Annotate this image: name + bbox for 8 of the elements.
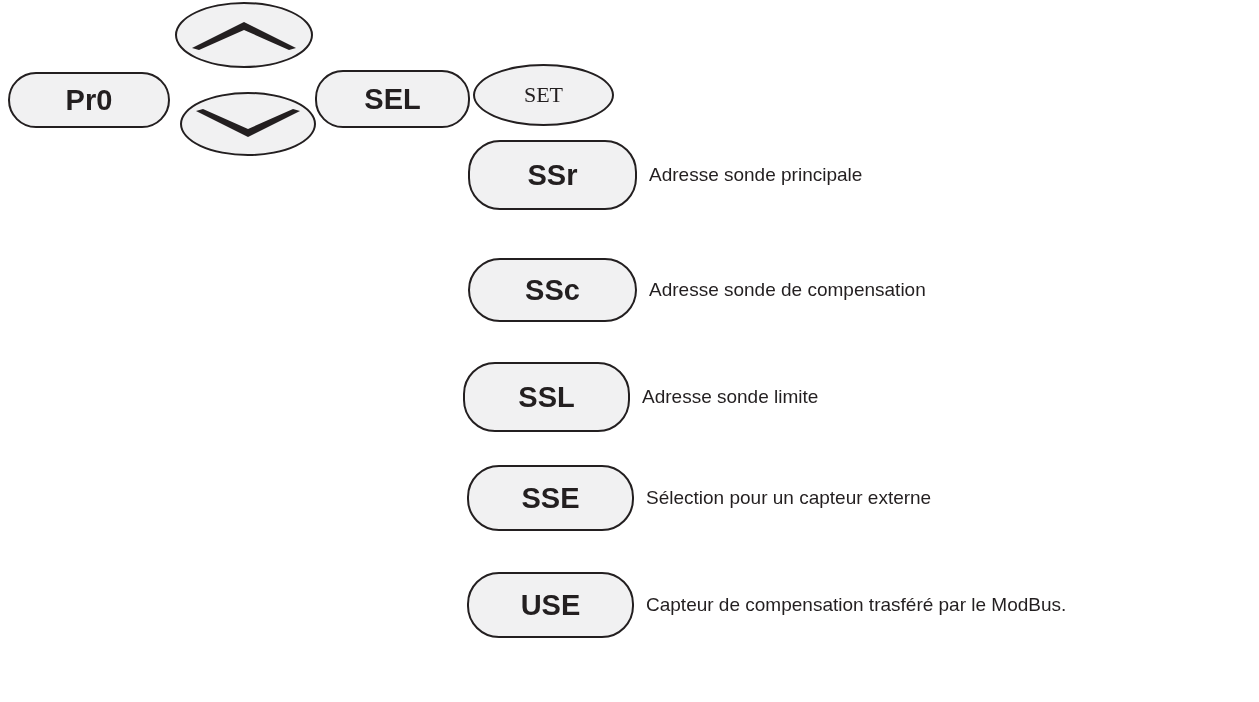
description-text: Sélection pour un capteur externe — [646, 487, 932, 509]
key-button: SEL — [315, 70, 470, 128]
description-text: Adresse sonde principale — [649, 164, 863, 186]
description-text: Capteur de compensation trasféré par le ModBus. — [646, 594, 1067, 616]
oval-key: SET — [473, 64, 614, 126]
description-text: Adresse sonde de compensation — [649, 279, 926, 301]
key-button: Pr0 — [8, 72, 170, 128]
description-text: Adresse sonde limite — [642, 386, 819, 408]
